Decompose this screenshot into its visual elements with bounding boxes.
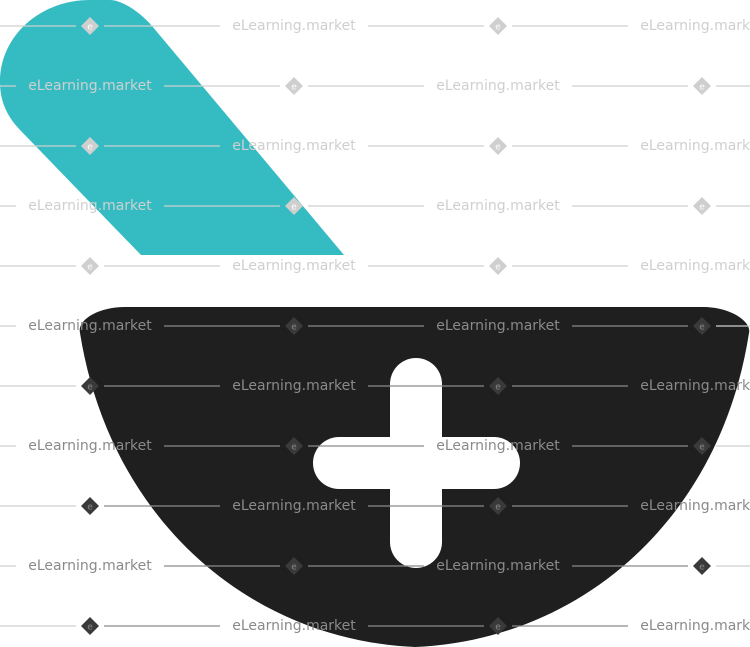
watermark-mark-letter: e xyxy=(87,23,93,33)
watermark-diamond-icon xyxy=(81,377,99,395)
watermark-mark-letter: e xyxy=(87,143,93,153)
watermark-text: eLearning.market xyxy=(28,558,152,574)
watermark-diamond-icon xyxy=(285,317,303,335)
watermark-mark-letter: e xyxy=(87,503,93,513)
watermark-diamond-icon xyxy=(81,497,99,515)
watermark-text: eLearning.market xyxy=(640,258,750,274)
watermark-text: eLearning.market xyxy=(436,198,560,214)
watermark-mark-letter: e xyxy=(291,323,297,333)
watermark-mark-letter: e xyxy=(495,23,501,33)
watermark-diamond-icon xyxy=(81,617,99,635)
watermark-text: eLearning.market xyxy=(28,78,152,94)
watermark-mark-letter: e xyxy=(495,503,501,513)
watermark-diamond-icon xyxy=(81,17,99,35)
watermark-text: eLearning.market xyxy=(232,18,356,34)
watermark-diamond-icon xyxy=(693,77,711,95)
watermark-text: eLearning.market xyxy=(28,318,152,334)
watermark-mark-letter: e xyxy=(291,203,297,213)
medical-cross-icon xyxy=(313,358,520,568)
watermark-diamond-icon xyxy=(489,497,507,515)
watermark-mark-letter: e xyxy=(495,263,501,273)
watermark-mark-letter: e xyxy=(495,383,501,393)
watermark-diamond-icon xyxy=(489,617,507,635)
watermark-diamond-icon xyxy=(489,257,507,275)
watermark-text: eLearning.market xyxy=(436,558,560,574)
watermark-diamond-icon xyxy=(81,137,99,155)
watermark-text: eLearning.market xyxy=(436,438,560,454)
watermark-mark-letter: e xyxy=(699,563,705,573)
watermark-text: eLearning.market xyxy=(640,498,750,514)
watermark-mark-letter: e xyxy=(699,443,705,453)
watermark-diamond-icon xyxy=(489,17,507,35)
watermark-diamond-icon xyxy=(693,317,711,335)
watermark-diamond-icon xyxy=(285,437,303,455)
watermark-text: eLearning.market xyxy=(436,318,560,334)
watermark-layer: e eLearning.market e eLearning.market e eLear… xyxy=(0,17,750,635)
watermark-text: eLearning.market xyxy=(28,438,152,454)
watermark-text: eLearning.market xyxy=(28,198,152,214)
watermark-text: eLearning.market xyxy=(436,78,560,94)
watermark-text: eLearning.market xyxy=(640,138,750,154)
watermark-diamond-icon xyxy=(285,77,303,95)
watermark-text: eLearning.market xyxy=(232,138,356,154)
watermark-mark-letter: e xyxy=(87,383,93,393)
pestle-shape xyxy=(0,0,344,255)
watermark-diamond-icon xyxy=(489,137,507,155)
watermark-text: eLearning.market xyxy=(640,618,750,634)
watermark-text: eLearning.market xyxy=(232,258,356,274)
watermark-mark-letter: e xyxy=(291,563,297,573)
watermark-text: eLearning.market xyxy=(640,378,750,394)
watermark-text: eLearning.market xyxy=(232,498,356,514)
watermark-diamond-icon xyxy=(489,377,507,395)
watermark-text: eLearning.market xyxy=(640,18,750,34)
watermark-mark-letter: e xyxy=(495,623,501,633)
watermark-mark-letter: e xyxy=(495,143,501,153)
watermark-mark-letter: e xyxy=(291,443,297,453)
watermark-diamond-icon xyxy=(693,557,711,575)
watermark-mark-letter: e xyxy=(699,203,705,213)
watermark-diamond-icon xyxy=(285,557,303,575)
watermark-text: eLearning.market xyxy=(232,378,356,394)
watermark-mark-letter: e xyxy=(699,83,705,93)
watermark-diamond-icon xyxy=(81,257,99,275)
watermark-mark-letter: e xyxy=(291,83,297,93)
watermark-text: eLearning.market xyxy=(232,618,356,634)
watermark-diamond-icon xyxy=(693,437,711,455)
watermark-diamond-icon xyxy=(693,197,711,215)
watermark-mark-letter: e xyxy=(699,323,705,333)
watermark-mark-letter: e xyxy=(87,263,93,273)
watermark-mark-letter: e xyxy=(87,623,93,633)
watermark-diamond-icon xyxy=(285,197,303,215)
